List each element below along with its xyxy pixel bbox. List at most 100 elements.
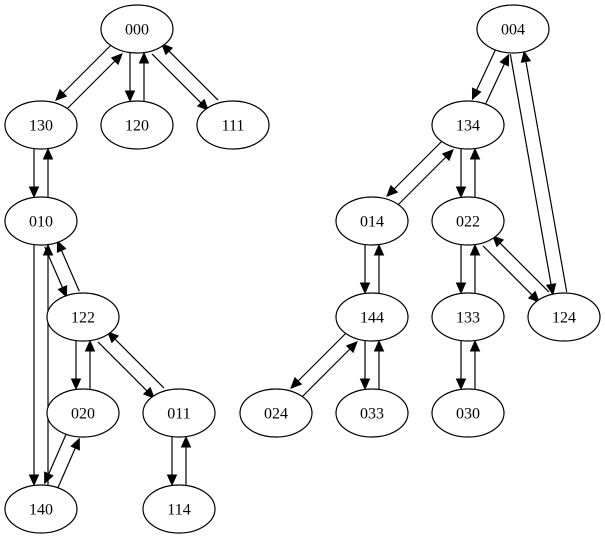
edge-014-to-144 <box>359 245 371 295</box>
edge-line <box>97 341 148 392</box>
node-033[interactable]: 033 <box>335 388 409 438</box>
arrowhead-icon <box>492 235 505 248</box>
edge-line <box>525 61 568 293</box>
arrowhead-icon <box>42 147 54 160</box>
node-022[interactable]: 022 <box>431 196 505 246</box>
node-label: 022 <box>456 214 480 231</box>
node-120[interactable]: 120 <box>100 100 174 150</box>
node-label: 124 <box>552 310 576 327</box>
edge-140-to-020 <box>56 437 80 490</box>
arrowhead-icon <box>290 376 303 389</box>
edge-line <box>499 242 550 293</box>
edge-line <box>56 447 76 490</box>
edges-layer <box>28 43 568 490</box>
node-shape <box>46 292 120 342</box>
node-label: 134 <box>456 118 480 135</box>
node-000[interactable]: 000 <box>100 4 174 54</box>
node-shape <box>431 292 505 342</box>
node-shape <box>142 484 216 534</box>
edge-114-to-011 <box>180 435 192 485</box>
node-010[interactable]: 010 <box>4 196 78 246</box>
edge-line <box>300 348 351 399</box>
node-130[interactable]: 130 <box>4 100 78 150</box>
node-label: 130 <box>29 118 53 135</box>
edge-030-to-133 <box>469 339 481 389</box>
arrowhead-icon <box>70 378 82 391</box>
node-020[interactable]: 020 <box>46 388 120 438</box>
node-004[interactable]: 004 <box>476 4 550 54</box>
node-144[interactable]: 144 <box>335 292 409 342</box>
arrowhead-icon <box>545 283 557 296</box>
node-label: 020 <box>71 406 95 423</box>
edge-124-to-004 <box>520 50 568 293</box>
edge-033-to-144 <box>373 339 385 389</box>
node-030[interactable]: 030 <box>431 388 505 438</box>
edge-122-to-020 <box>70 341 82 391</box>
node-shape <box>431 100 505 150</box>
node-shape <box>100 4 174 54</box>
node-shape <box>196 100 270 150</box>
node-label: 024 <box>264 406 288 423</box>
edge-144-to-014 <box>373 243 385 293</box>
node-011[interactable]: 011 <box>142 388 216 438</box>
node-114[interactable]: 114 <box>142 484 216 534</box>
node-shape <box>239 388 313 438</box>
node-134[interactable]: 134 <box>431 100 505 150</box>
arrowhead-icon <box>124 90 136 103</box>
edge-line <box>482 245 533 296</box>
edge-line <box>168 50 219 101</box>
edge-line <box>393 139 444 190</box>
node-label: 133 <box>456 310 480 327</box>
node-label: 014 <box>360 214 384 231</box>
arrowhead-icon <box>142 386 155 399</box>
node-label: 144 <box>360 310 384 327</box>
node-label: 011 <box>167 406 190 423</box>
edge-130-to-010 <box>28 149 40 199</box>
node-122[interactable]: 122 <box>46 292 120 342</box>
node-133[interactable]: 133 <box>431 292 505 342</box>
edge-line <box>114 338 165 389</box>
node-label: 114 <box>167 502 190 519</box>
node-014[interactable]: 014 <box>335 196 409 246</box>
edge-line <box>65 60 116 111</box>
arrowhead-icon <box>373 339 385 352</box>
edge-133-to-022 <box>469 243 481 293</box>
node-shape <box>4 196 78 246</box>
edge-022-to-133 <box>455 245 467 295</box>
node-label: 030 <box>456 406 480 423</box>
node-111[interactable]: 111 <box>196 100 270 150</box>
edge-000-to-111 <box>151 53 209 111</box>
edge-122-to-010 <box>56 240 80 292</box>
node-shape <box>335 388 409 438</box>
edge-line <box>60 250 80 292</box>
node-shape <box>4 100 78 150</box>
node-140[interactable]: 140 <box>4 484 78 534</box>
arrowhead-icon <box>469 243 481 256</box>
node-shape <box>476 4 550 54</box>
node-024[interactable]: 024 <box>239 388 313 438</box>
arrowhead-icon <box>455 186 467 199</box>
edge-020-to-140 <box>44 432 68 485</box>
arrowhead-icon <box>441 149 454 162</box>
node-shape <box>100 100 174 150</box>
edge-144-to-033 <box>359 341 371 391</box>
arrowhead-icon <box>55 88 68 101</box>
edge-011-to-114 <box>166 437 178 487</box>
node-label: 122 <box>71 310 95 327</box>
node-label: 010 <box>29 214 53 231</box>
node-label: 111 <box>222 118 245 135</box>
edge-line <box>484 63 505 106</box>
edge-144-to-024 <box>290 331 348 389</box>
edge-130-to-000 <box>65 53 123 111</box>
edge-010-to-130 <box>42 147 54 197</box>
node-shape <box>142 388 216 438</box>
node-124[interactable]: 124 <box>527 292 601 342</box>
arrowhead-icon <box>469 339 481 352</box>
arrowhead-icon <box>520 50 532 63</box>
arrowhead-icon <box>180 435 192 448</box>
edge-line <box>509 53 552 285</box>
node-label: 000 <box>125 22 149 39</box>
node-label: 004 <box>501 22 525 39</box>
edge-line <box>396 156 447 207</box>
